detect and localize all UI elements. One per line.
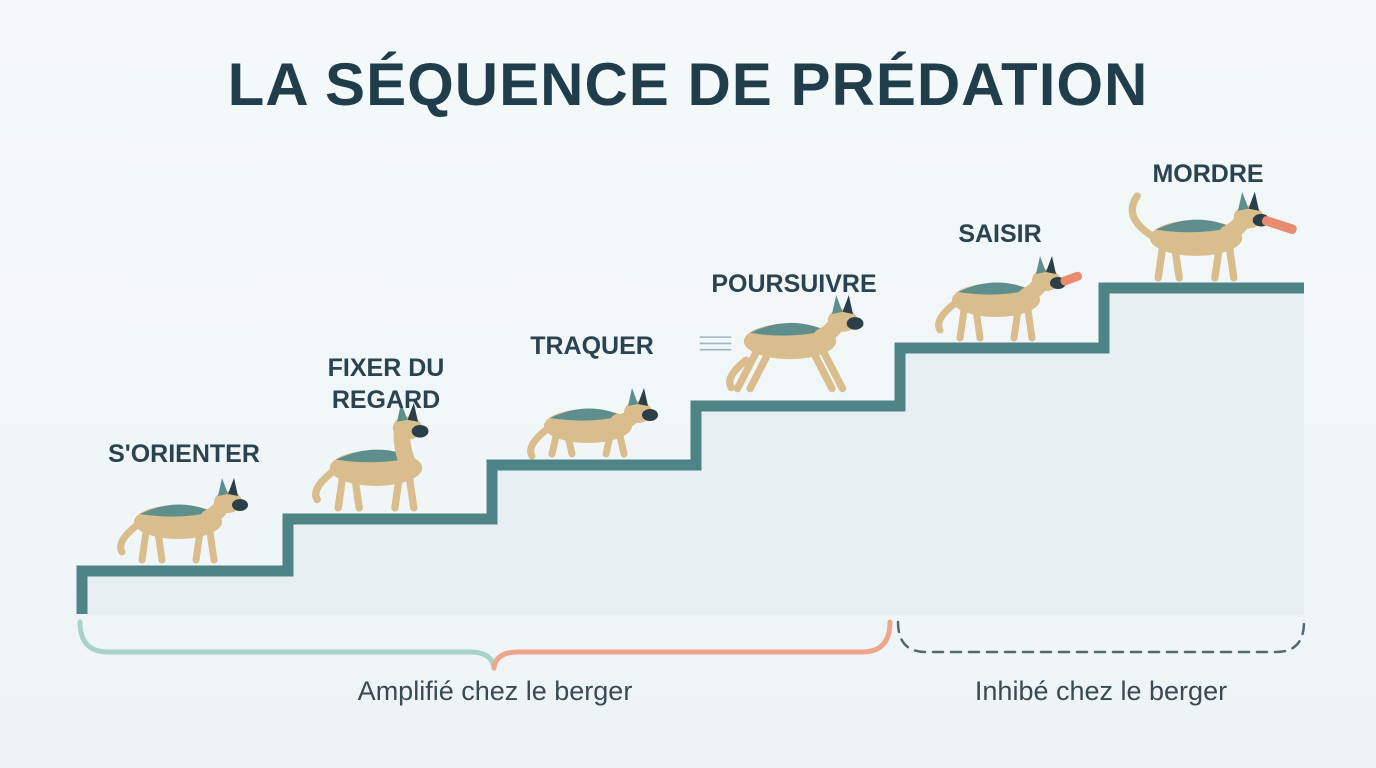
stair-outline xyxy=(76,282,1304,614)
step-label-grab: SAISIR xyxy=(958,220,1042,248)
inhibited-bracket-dashed xyxy=(896,620,1306,654)
step-label-bite: MORDRE xyxy=(1152,160,1264,188)
step-label-fixate: FIXER DU REGARD xyxy=(327,354,445,414)
dogs-layer xyxy=(117,191,1297,564)
dog-icon-4 xyxy=(699,295,864,393)
dog-icon-2 xyxy=(312,402,429,512)
inhibited-range-label: Inhibé chez le berger xyxy=(974,676,1228,706)
dog-icon-5 xyxy=(935,256,1082,342)
dog-icon-1 xyxy=(117,478,248,564)
step-label-chase: POURSUIVRE xyxy=(711,270,877,298)
step-label-orient: S'ORIENTER xyxy=(108,440,260,468)
stair-fill xyxy=(82,288,1304,614)
bite-toy-icon xyxy=(1060,271,1082,286)
dog-icon-6 xyxy=(1128,191,1297,282)
amplified-bracket-orange xyxy=(491,619,893,671)
dog-icon-3 xyxy=(527,388,658,460)
amplified-bracket-green xyxy=(77,619,497,671)
page-title: LA SÉQUENCE DE PRÉDATION xyxy=(227,51,1149,118)
step-label-stalk: TRAQUER xyxy=(530,332,654,360)
amplified-range-label: Amplifié chez le berger xyxy=(357,676,633,706)
bite-toy-icon xyxy=(1262,216,1297,234)
